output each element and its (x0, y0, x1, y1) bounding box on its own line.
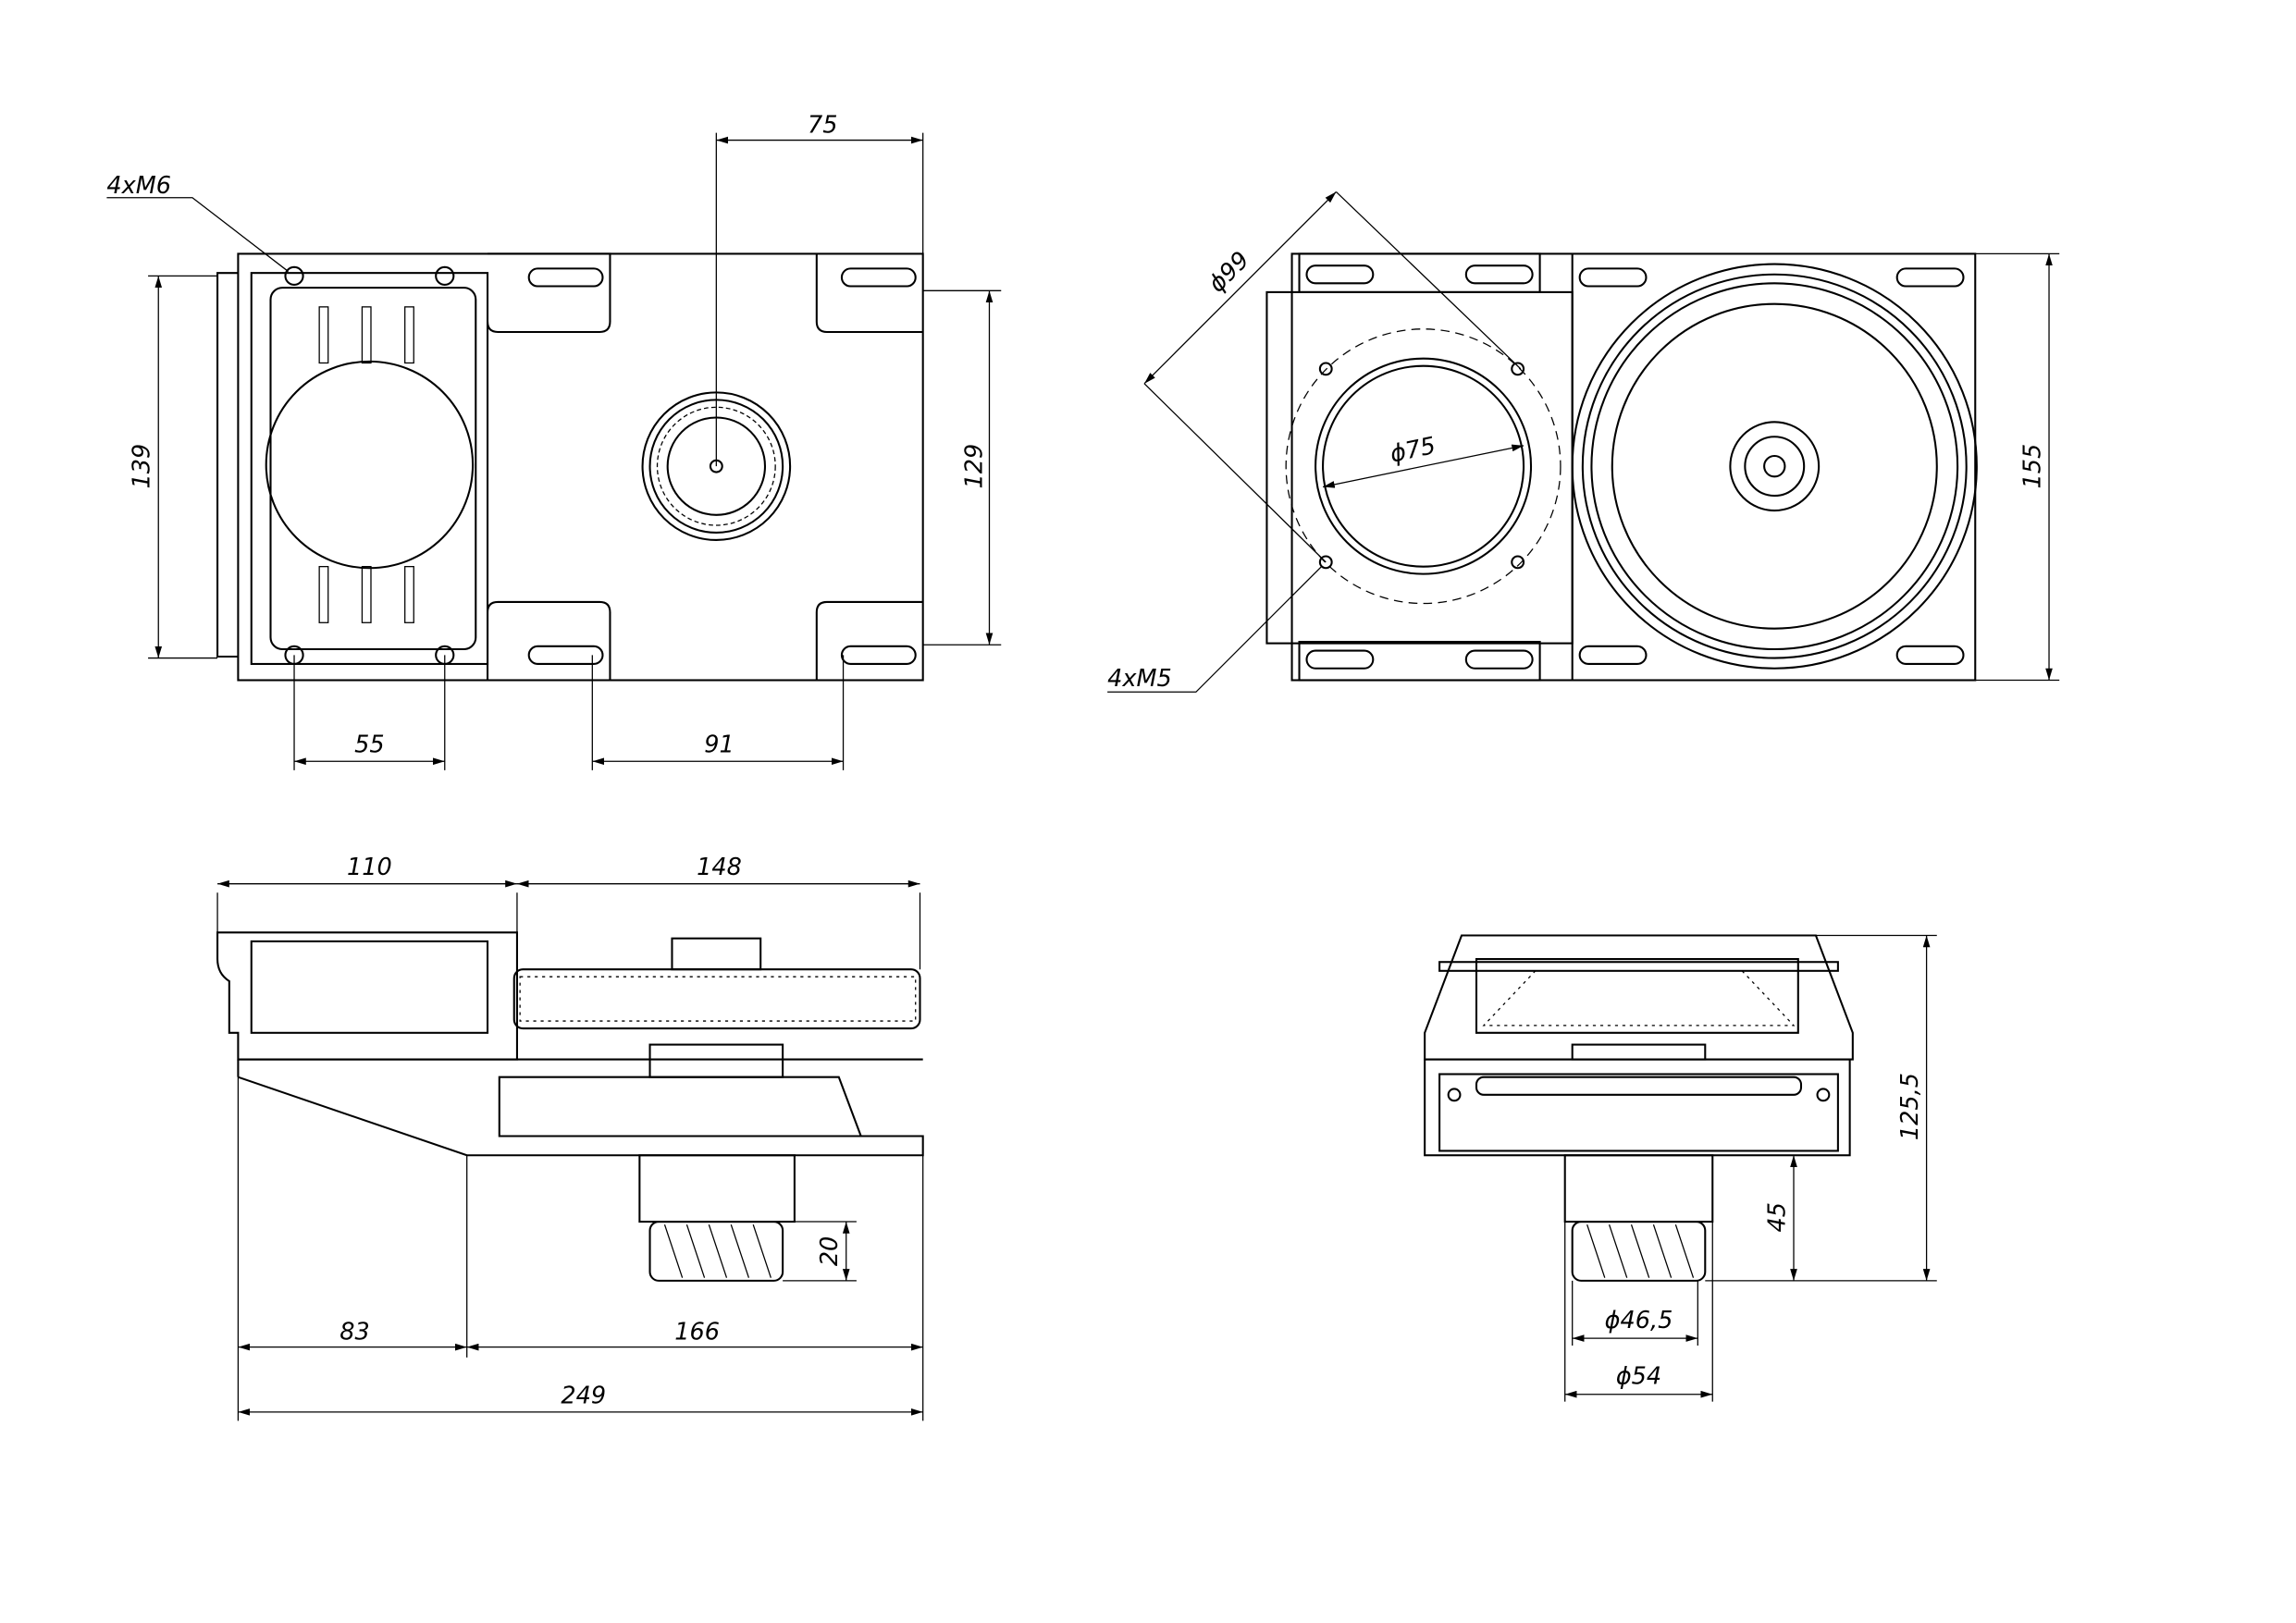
top-view: 75 139 129 55 91 4xM6 (106, 112, 1002, 770)
slots (527, 267, 917, 665)
dim-249: 249 (561, 1382, 606, 1409)
dim-83: 83 (339, 1319, 369, 1346)
dim-20: 20 (816, 1236, 844, 1266)
mounting-holes (284, 265, 455, 665)
dim-55: 55 (354, 732, 384, 759)
bottom-view: ϕ99 ϕ75 4xM5 155 (1107, 191, 2060, 693)
dim-110: 110 (347, 854, 392, 881)
dim-155: 155 (2018, 444, 2046, 489)
front-view: 125,5 45 ϕ46,5 ϕ54 (1424, 934, 1937, 1402)
dim-166: 166 (674, 1319, 720, 1346)
dim-d99: ϕ99 (1204, 246, 1255, 298)
dim-d54: ϕ54 (1616, 1363, 1661, 1391)
side-view: 110 148 20 83 166 249 (216, 854, 924, 1421)
dim-139: 139 (129, 444, 156, 489)
dim-d46-5: ϕ46,5 (1605, 1307, 1673, 1334)
dim-45: 45 (1763, 1202, 1791, 1232)
dim-75: 75 (808, 112, 837, 140)
ribs (318, 306, 414, 623)
dim-148: 148 (697, 854, 742, 881)
dim-129: 129 (961, 444, 989, 489)
dim-d75: ϕ75 (1388, 432, 1438, 469)
holes-label-m6: 4xM6 (106, 172, 171, 200)
holes-label-m5: 4xM5 (1107, 665, 1172, 693)
dim-125-5: 125,5 (1896, 1073, 1924, 1140)
dim-91: 91 (704, 732, 734, 759)
